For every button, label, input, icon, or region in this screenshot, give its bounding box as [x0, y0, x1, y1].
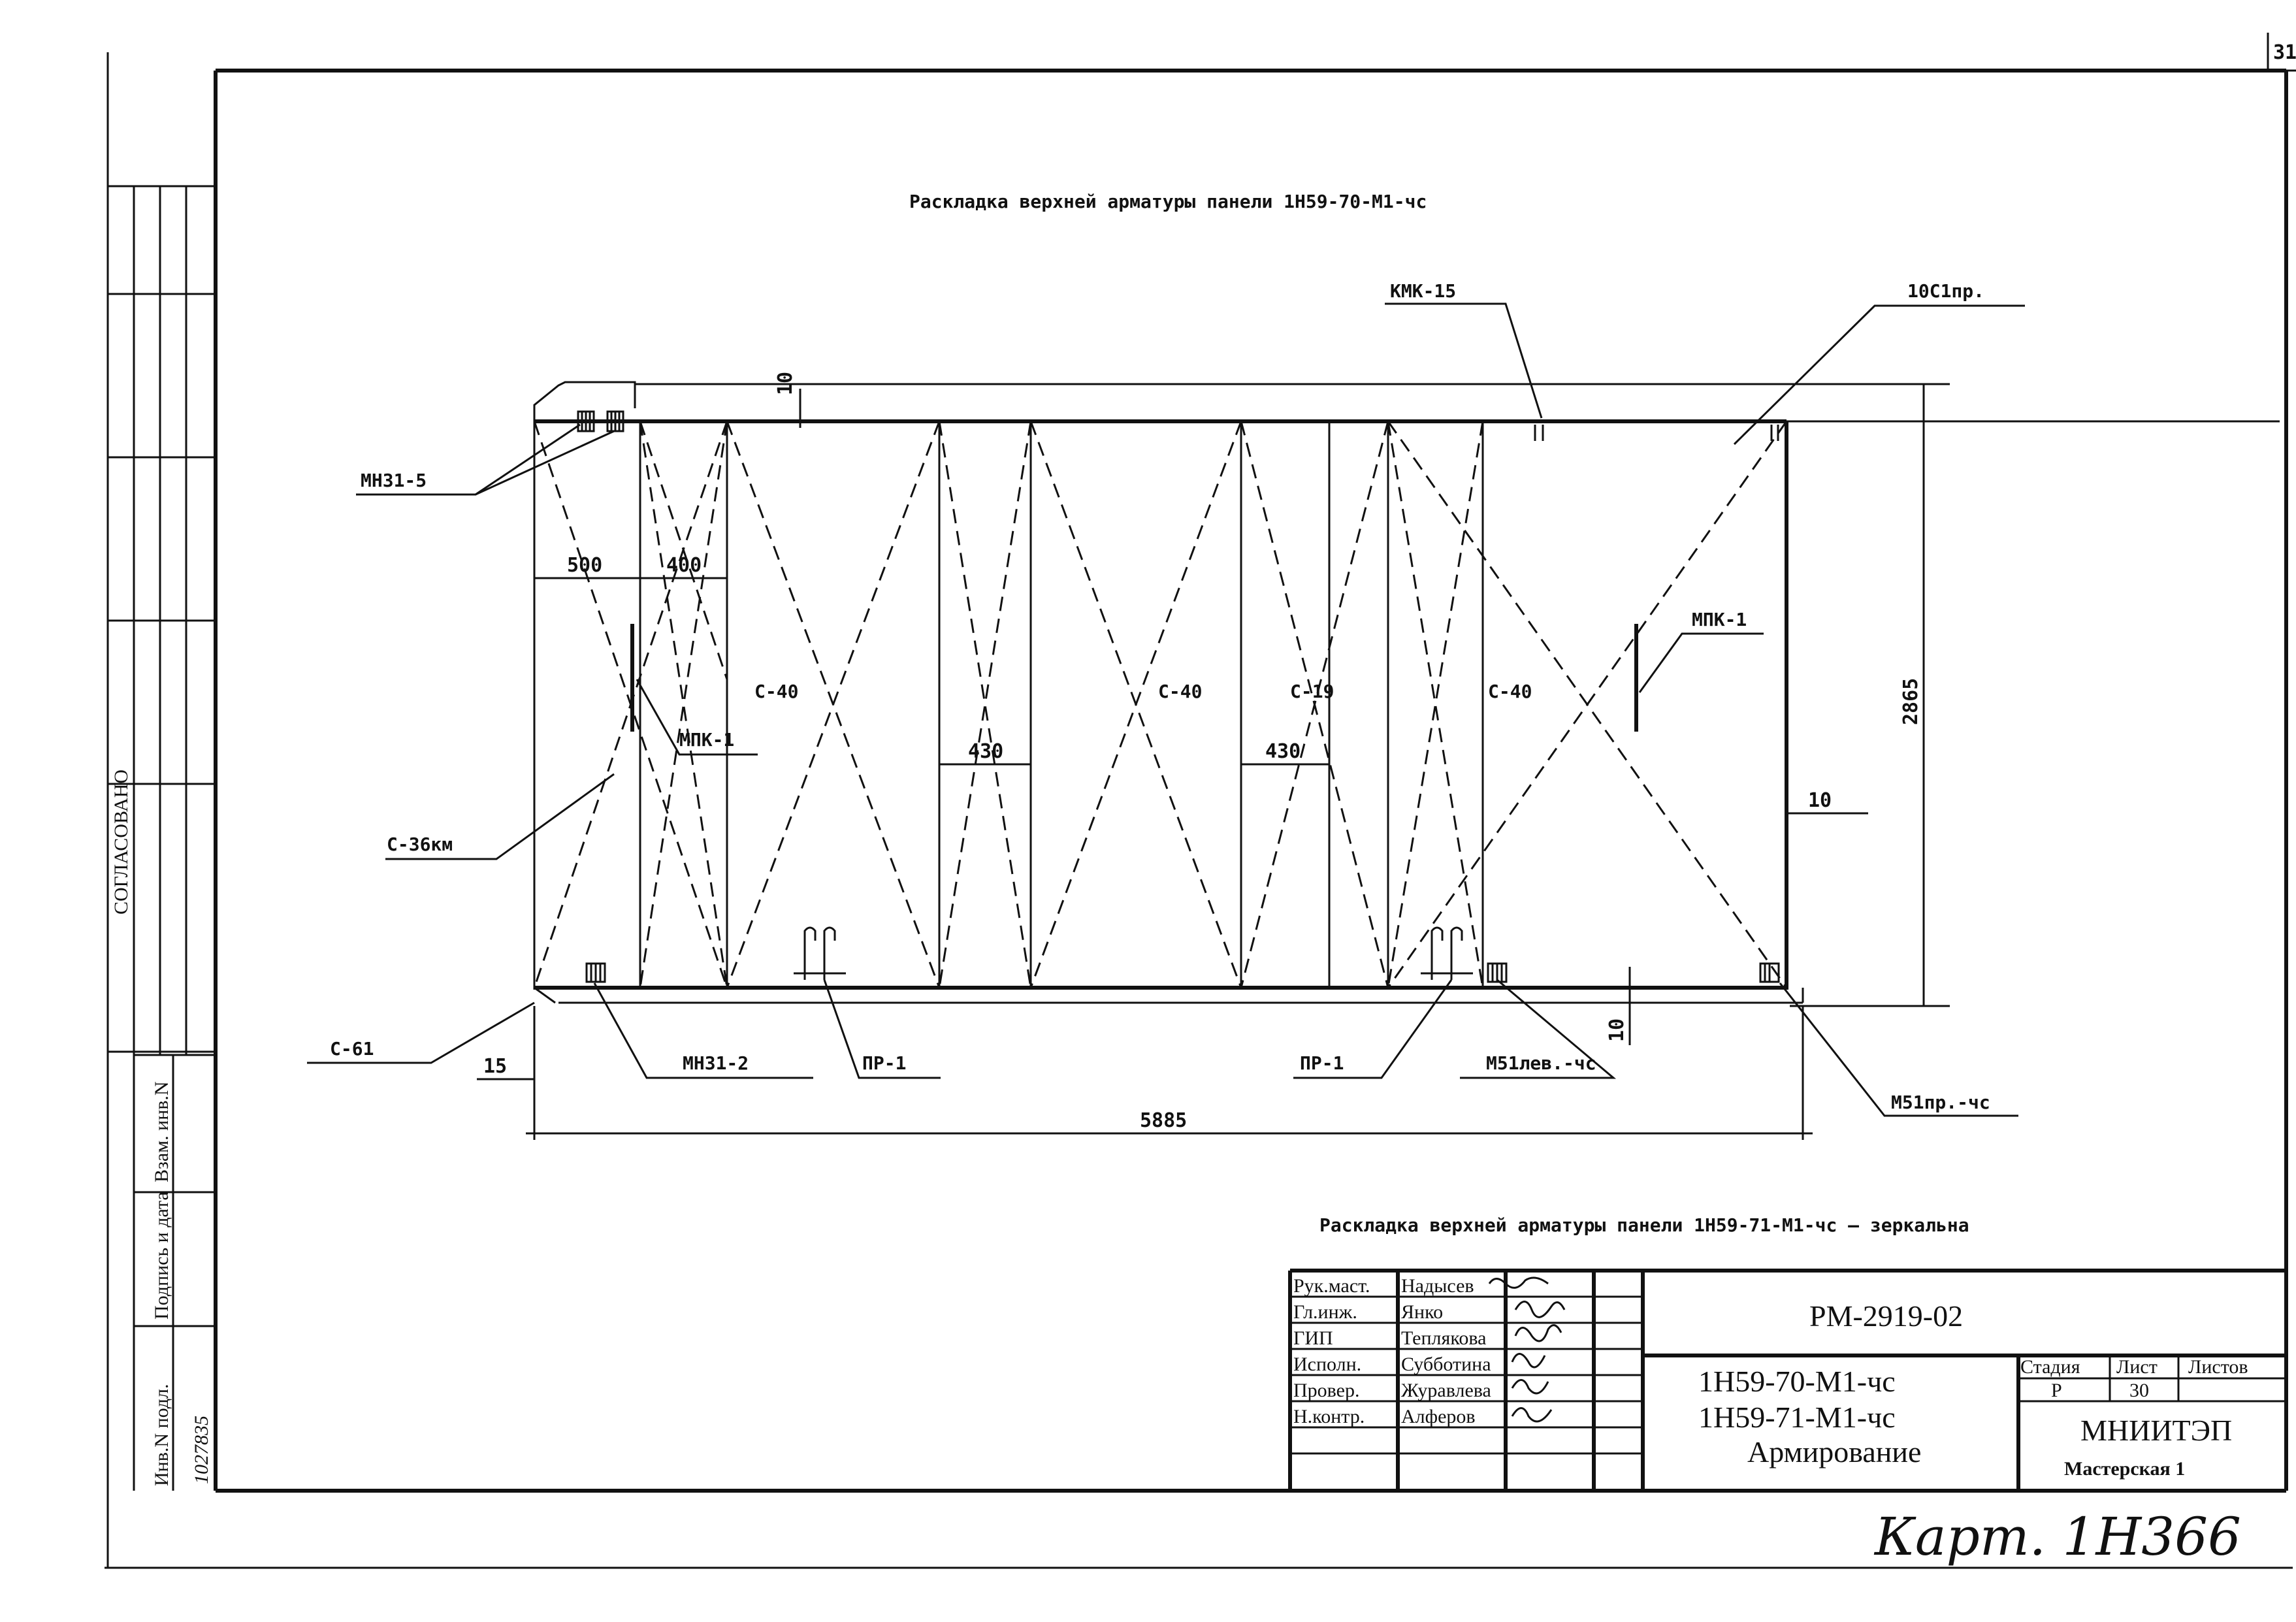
mesh-diagonals [533, 421, 1788, 988]
drawing-title-bottom: Раскладка верхней арматуры панели 1Н59-7… [1319, 1214, 1969, 1236]
dim-2865: 2865 [1900, 678, 1922, 725]
tb-desc-line2: 1Н59-71-М1-чс [1698, 1401, 1896, 1434]
dim-500: 500 [567, 554, 602, 577]
inv-number-handwritten: 1027835 [191, 1416, 212, 1484]
tb-stage-value: Р [2051, 1380, 2062, 1401]
dim-430-b: 430 [1265, 740, 1301, 763]
sheet-corner-number: 31 [2273, 41, 2296, 64]
label-mn31-2: МН31-2 [683, 1052, 749, 1074]
dim-10-right: 10 [1808, 789, 1832, 812]
dim-10-top: 10 [774, 372, 797, 395]
label-c-36km: С-36км [387, 834, 453, 855]
tb-desc-line1: 1Н59-70-М1-чс [1698, 1365, 1896, 1398]
label-c-40-c: С-40 [1488, 681, 1532, 702]
inv-podl-label: Инв.N подл. [151, 1384, 172, 1486]
signatures [1488, 1276, 1566, 1423]
tb-role-1: Рук.маст. [1293, 1275, 1370, 1297]
dim-10-bottom: 10 [1606, 1018, 1628, 1042]
tb-sheet-value: 30 [2129, 1380, 2149, 1401]
dim-430-a: 430 [968, 740, 1003, 763]
label-mn31-5: МН31-5 [361, 470, 427, 491]
label-c-61: С-61 [330, 1038, 374, 1060]
dim-15: 15 [483, 1055, 507, 1078]
tb-stage-label: Стадия [2020, 1356, 2080, 1378]
tb-workshop: Мастерская 1 [2064, 1458, 2185, 1480]
vzam-inv-label: Взам. инв.N [151, 1081, 172, 1182]
tb-role-4: Исполн. [1293, 1354, 1361, 1375]
label-m51lev: М51лев.-чс [1486, 1052, 1596, 1074]
leader-lines [307, 302, 2025, 1117]
tb-name-3: Теплякова [1401, 1327, 1486, 1349]
tb-desc-line3: Армирование [1747, 1435, 1921, 1468]
label-kmk-15: КМК-15 [1390, 280, 1456, 302]
tb-sheet-label: Лист [2116, 1356, 2158, 1378]
tb-org: МНИИТЭП [2080, 1414, 2232, 1447]
tb-role-3: ГИП [1293, 1327, 1333, 1349]
label-pr-1-b: ПР-1 [1300, 1052, 1344, 1074]
label-pr-1-a: ПР-1 [862, 1052, 906, 1074]
agreed-stamp: СОГЛАСОВАНО [110, 770, 132, 915]
label-c-40-a: С-40 [754, 681, 798, 702]
sheet-frame [105, 33, 2296, 1569]
tb-role-2: Гл.инж. [1293, 1301, 1357, 1323]
tb-name-1: Надысев [1401, 1275, 1474, 1297]
mesh-symbols [577, 410, 1780, 983]
label-c-40-b: С-40 [1158, 681, 1202, 702]
dim-5885: 5885 [1140, 1109, 1187, 1132]
tb-sheets-label: Листов [2188, 1356, 2248, 1378]
dimension-lines [477, 383, 1950, 1140]
label-c-19: С-19 [1290, 681, 1334, 702]
handwritten-card-number: Карт. 1Н366 [1873, 1506, 2241, 1567]
mesh-strips [639, 421, 1484, 988]
label-mpk-1-right: МПК-1 [1692, 609, 1747, 630]
tb-role-6: Н.контр. [1293, 1406, 1365, 1427]
podpis-label: Подпись и дата [151, 1192, 172, 1320]
tb-name-6: Алферов [1401, 1406, 1476, 1427]
label-m51pr: М51пр.-чс [1891, 1092, 1990, 1113]
panel-outline [533, 381, 2280, 1004]
tb-doc-code: РМ-2919-02 [1809, 1299, 1963, 1333]
tb-name-5: Журавлева [1401, 1380, 1491, 1401]
drawing-title-top: Раскладка верхней арматуры панели 1Н59-7… [909, 191, 1427, 212]
tb-name-2: Янко [1401, 1301, 1443, 1323]
label-10c1pr: 10С1пр. [1907, 280, 1984, 302]
side-stamp [108, 185, 216, 1491]
tb-name-4: Субботина [1401, 1354, 1491, 1375]
label-mpk-1-left: МПК-1 [679, 729, 734, 751]
title-block [1288, 1269, 2286, 1491]
dim-400: 400 [666, 554, 702, 577]
tb-role-5: Провер. [1293, 1380, 1359, 1401]
